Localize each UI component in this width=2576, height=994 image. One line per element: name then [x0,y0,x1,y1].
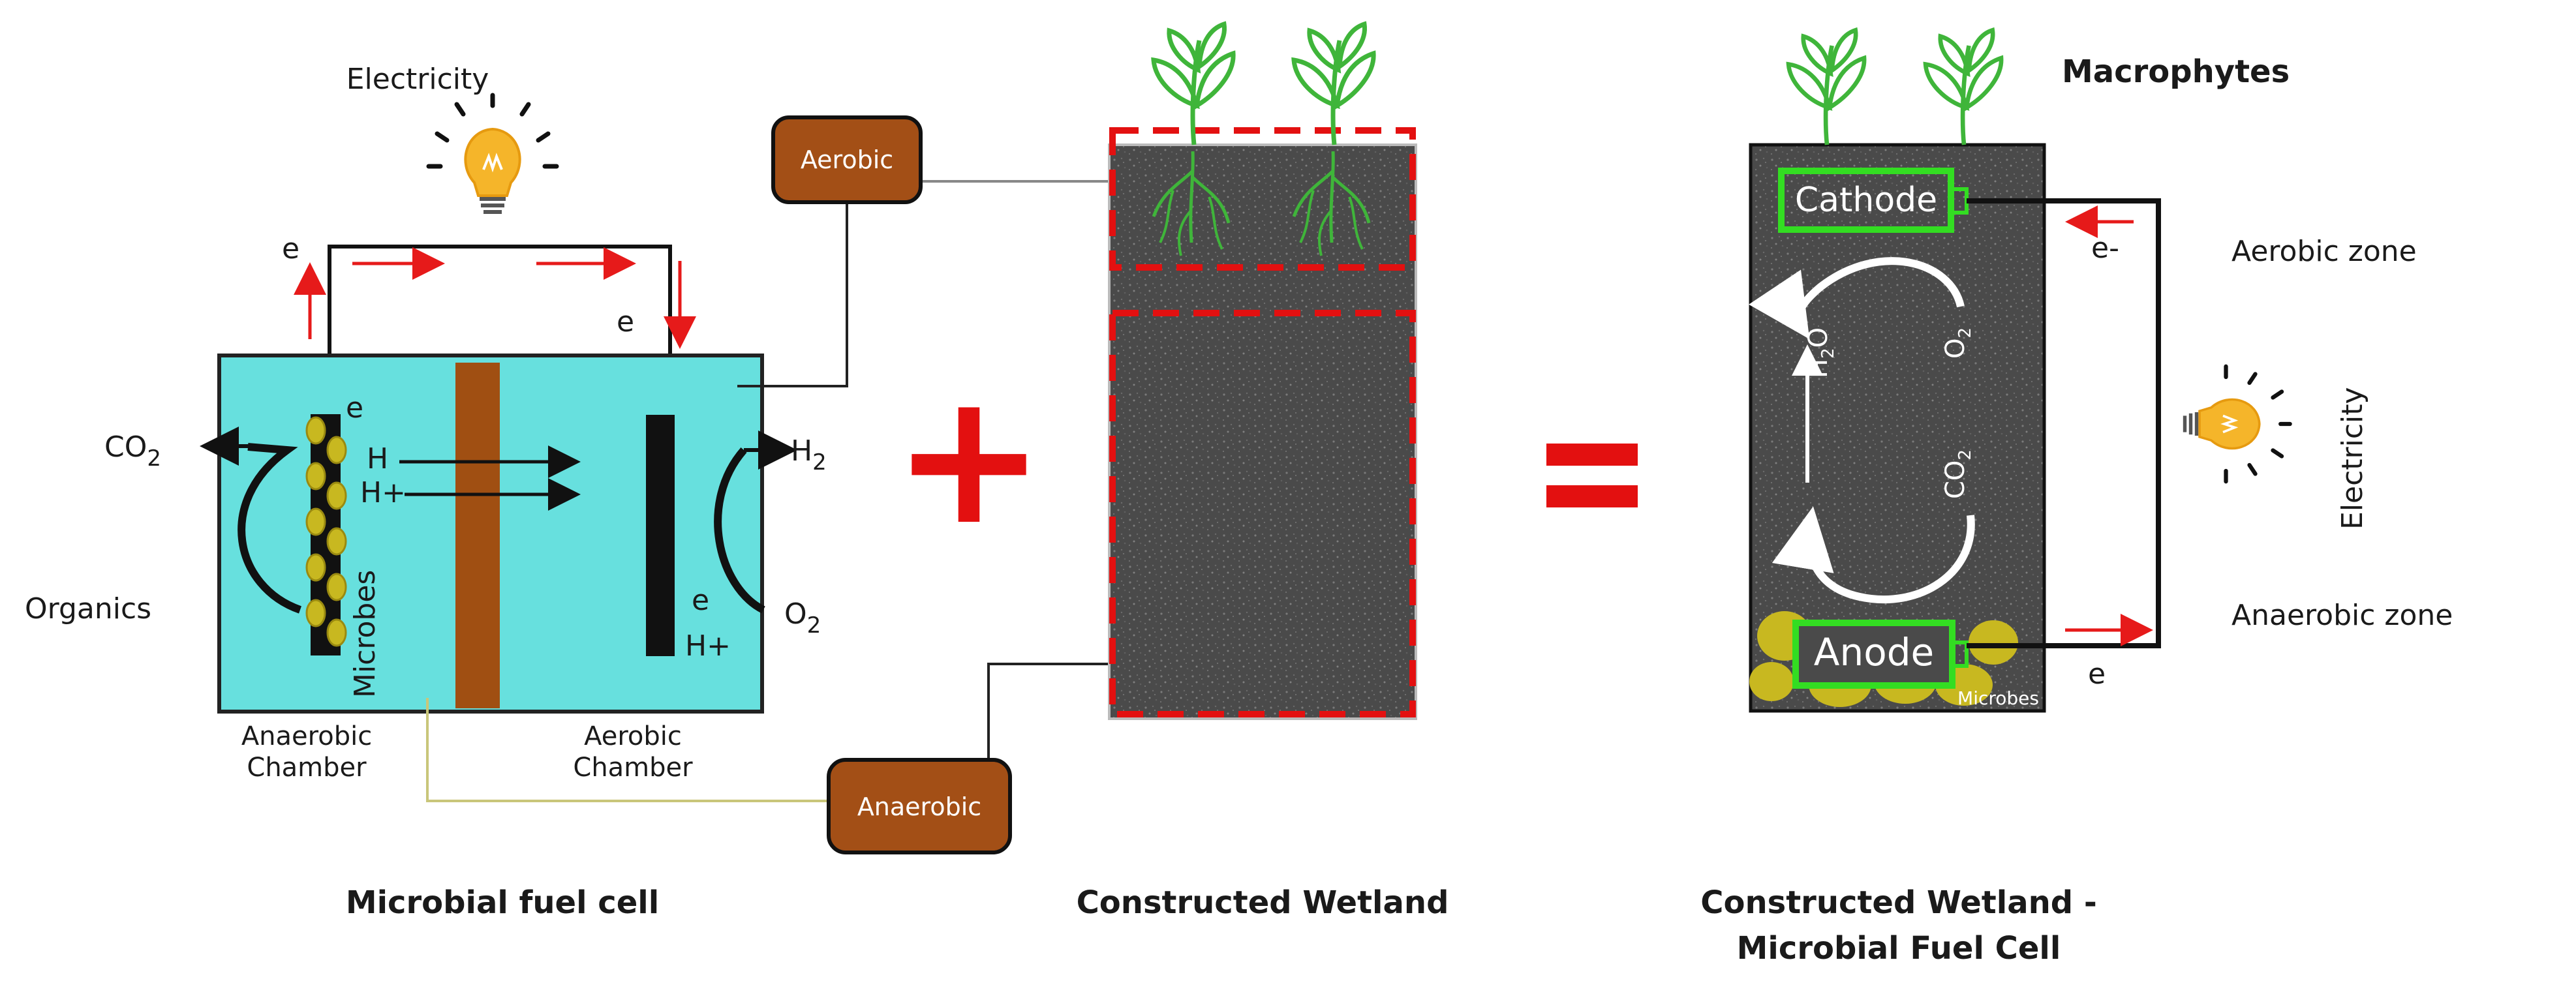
aerobic-zone-label: Aerobic zone [2231,235,2417,268]
aerobic-pill: Aerobic [771,115,923,204]
anode-electron-label: e [346,391,363,425]
wetland-caption: Constructed Wetland [1077,884,1449,921]
cycle-arrow-top [1749,257,1965,339]
h2o-label: H2O [1803,327,1838,378]
co2-label: CO2 [104,430,161,472]
microbial-fuel-cell: Electricity e e e Microbes e H+ [25,63,827,921]
proton-exchange-membrane [455,363,500,708]
h2-label: H2 [791,434,827,475]
cwmfc-electron-top: e- [2091,232,2119,265]
anode-label: Anode [1814,630,1934,674]
cathode-electron-label: e [692,584,709,617]
electricity-label: Electricity [346,63,489,96]
cathode-hplus-label: H+ [685,629,731,663]
mfc-caption: Microbial fuel cell [346,884,659,921]
microbes-label: Microbes [348,570,382,698]
o2-to-h2-arrow [714,447,765,614]
plant-icon [1154,24,1233,145]
cwmfc-circuit-wire [1967,198,2161,648]
cathode-label: Cathode [1795,181,1937,220]
anode-terminal [1950,640,1969,668]
cwmfc-caption-line2: Microbial Fuel Cell [1737,930,2061,967]
wetland-anaerobic-zone-outline [1109,310,1416,717]
anaerobic-zone-label: Anaerobic zone [2231,599,2453,632]
cathode-electrode [646,415,675,656]
cwmfc-caption-line1: Constructed Wetland - [1700,884,2097,921]
hplus-label: H+ [360,476,406,509]
cwmfc-microbes-label: Microbes [1957,687,2039,709]
o2-label: O2 [1940,327,1975,359]
anaerobic-chamber-label-2: Chamber [247,753,367,783]
plant-icon [1294,24,1373,145]
aerobic-chamber-label-1: Aerobic [584,721,682,751]
svg-text:Anaerobic: Anaerobic [857,792,981,821]
bulb-icon [2183,367,2290,481]
wetland-aerobic-zone-outline [1109,127,1416,271]
cw-mfc: Macrophytes Cathode Anode Microbes H2O O… [1700,30,2453,967]
electron-label-right: e [617,305,634,339]
cycle-arrow-bottom [1771,506,1975,604]
cwmfc-electricity-label: Electricity [2336,387,2369,530]
co2-label: CO2 [1940,449,1975,499]
organics-label: Organics [25,592,151,625]
microbes-cluster [305,416,347,647]
plant-icon [1925,30,2001,145]
aerobic-chamber-label-2: Chamber [573,753,693,783]
constructed-wetland: Constructed Wetland [1077,24,1449,921]
svg-text:Aerobic: Aerobic [801,145,893,174]
anaerobic-chamber-label-1: Anaerobic [241,721,372,751]
plant-icon [1788,30,1864,145]
equals-operator [1546,444,1638,507]
plus-operator: + [893,353,1046,565]
h-label: H [367,442,388,475]
cwmfc-electron-bottom: e [2088,657,2106,691]
anode-box [1792,620,1955,689]
anaerobic-pill: Anaerobic [827,758,1012,854]
macrophytes-label: Macrophytes [2062,53,2290,90]
bulb-icon [429,95,557,214]
electron-label-left: e [282,232,299,265]
o2-label: O2 [784,597,821,639]
organics-to-co2-arrow [238,443,301,614]
wetland-soil [1108,143,1417,720]
